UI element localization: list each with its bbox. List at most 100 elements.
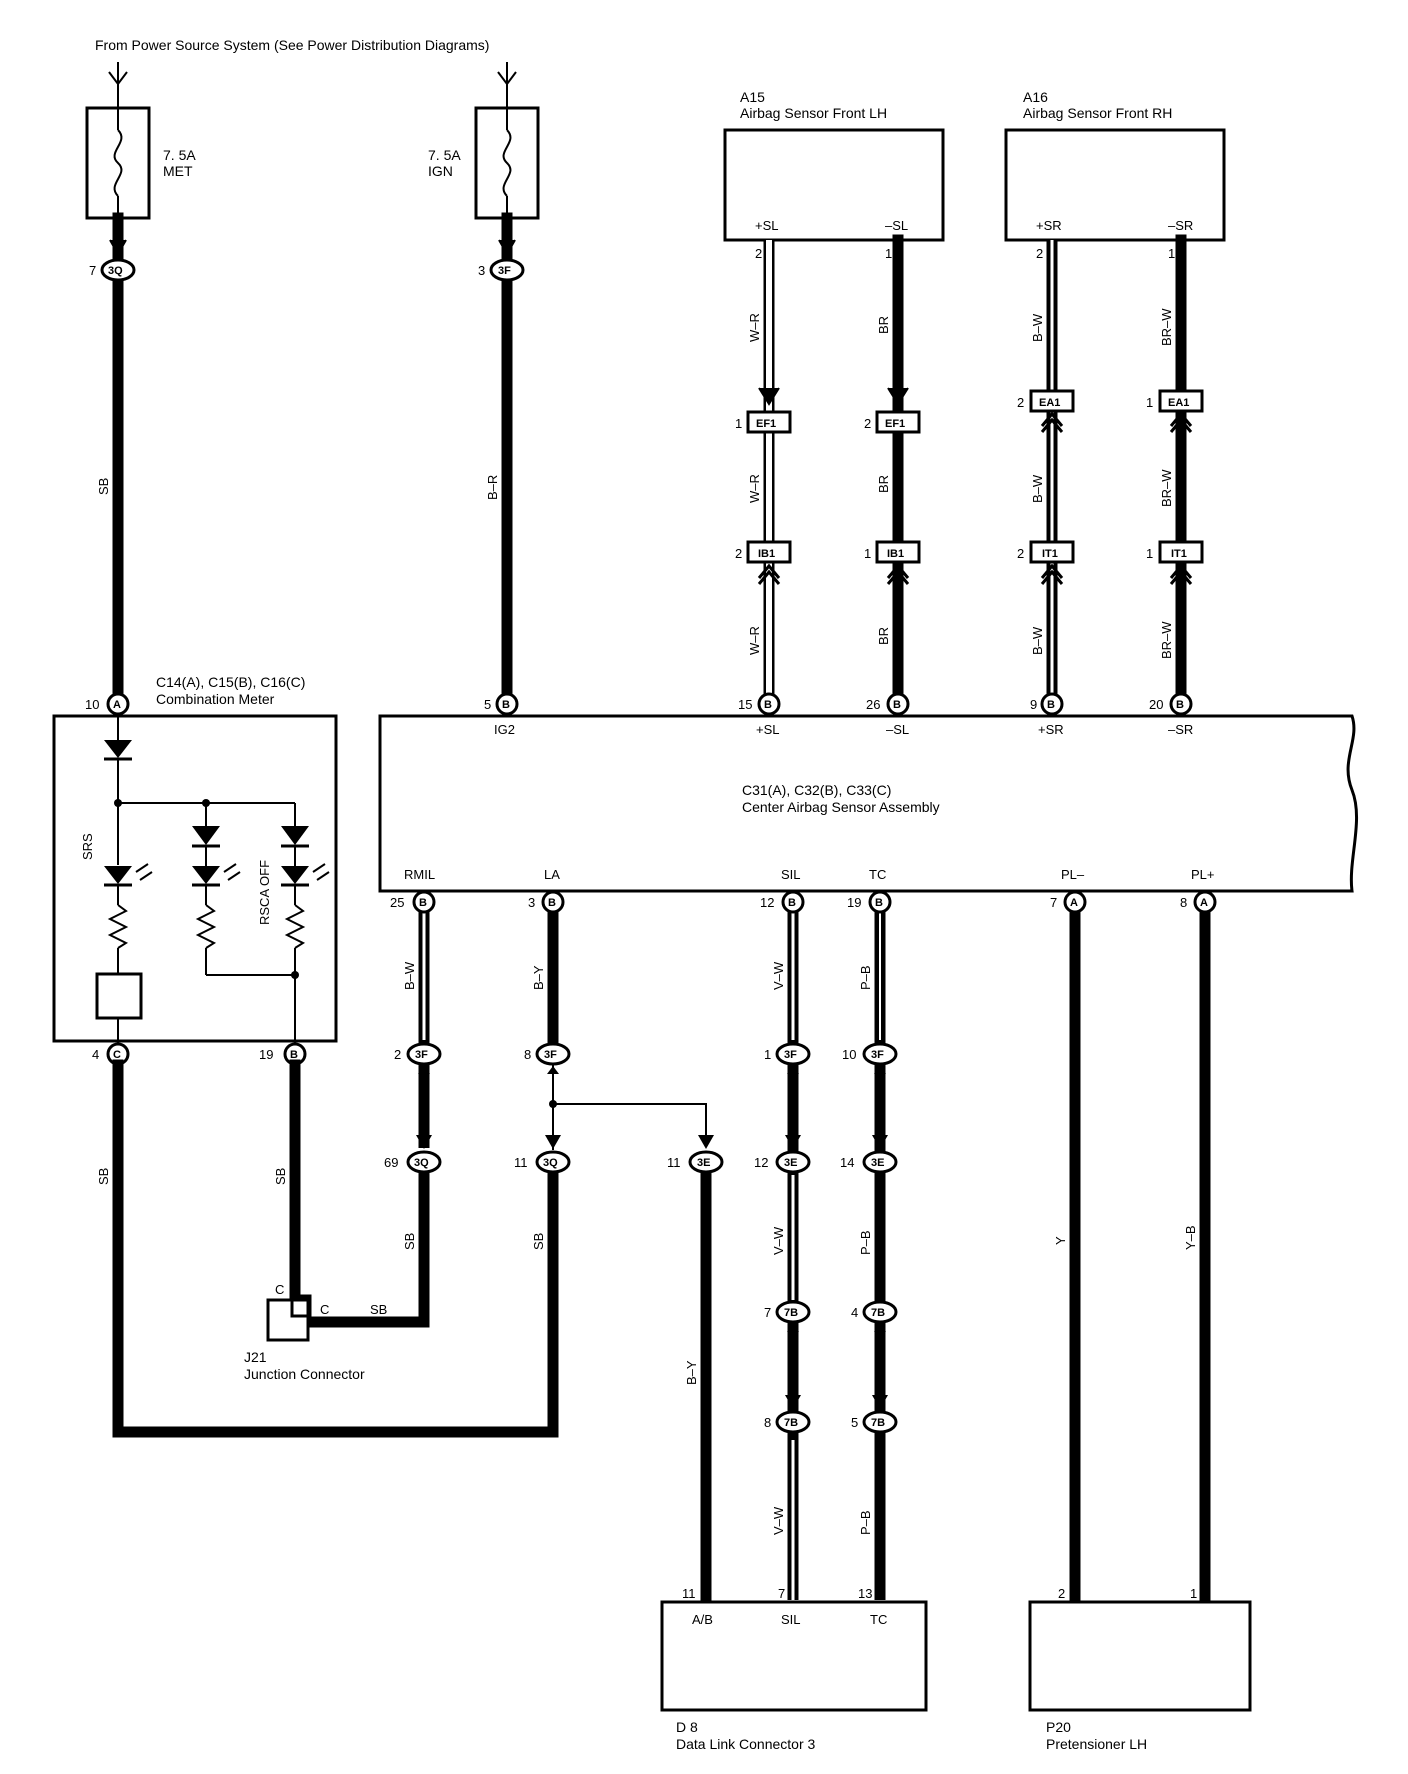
svg-text:B–W: B–W: [1030, 626, 1045, 655]
svg-text:BR–W: BR–W: [1159, 621, 1174, 659]
svg-text:15: 15: [738, 697, 752, 712]
svg-text:1: 1: [1146, 546, 1153, 561]
svg-text:3F: 3F: [498, 265, 511, 277]
svg-text:1: 1: [1190, 1586, 1197, 1601]
svg-text:3Q: 3Q: [414, 1157, 429, 1169]
svg-text:C31(A), C32(B), C33(C): C31(A), C32(B), C33(C): [742, 782, 891, 798]
svg-text:BR: BR: [876, 316, 891, 334]
svg-text:3Q: 3Q: [108, 265, 123, 277]
svg-text:10: 10: [85, 697, 99, 712]
svg-text:5: 5: [851, 1415, 858, 1430]
connector-ef1-wr: EF1 1: [735, 410, 792, 434]
svg-text:B–W: B–W: [1030, 474, 1045, 503]
svg-text:3F: 3F: [415, 1049, 428, 1061]
connector-ib1-br: IB1 1: [864, 540, 921, 585]
svg-text:2: 2: [1036, 246, 1043, 261]
svg-text:W–R: W–R: [747, 626, 762, 655]
svg-text:2: 2: [394, 1047, 401, 1062]
svg-text:Pretensioner LH: Pretensioner LH: [1046, 1736, 1147, 1752]
svg-text:12: 12: [760, 895, 774, 910]
svg-text:7: 7: [89, 263, 96, 278]
wire-label-sb-1: SB: [96, 478, 111, 495]
svg-text:7: 7: [1050, 895, 1057, 910]
svg-text:2: 2: [1058, 1586, 1065, 1601]
rsca-off-led-icon: [281, 866, 309, 884]
svg-text:B: B: [1047, 699, 1055, 711]
svg-text:3: 3: [528, 895, 535, 910]
connectors-7b-row2: 7B 8 7B 5: [764, 1395, 898, 1434]
svg-text:14: 14: [840, 1155, 854, 1170]
svg-text:1: 1: [864, 546, 871, 561]
svg-text:Y–B: Y–B: [1183, 1225, 1198, 1250]
svg-text:3Q: 3Q: [543, 1157, 558, 1169]
svg-text:19: 19: [259, 1047, 273, 1062]
svg-text:IB1: IB1: [887, 548, 904, 560]
svg-text:EF1: EF1: [756, 418, 776, 430]
svg-text:B: B: [764, 699, 772, 711]
svg-text:2: 2: [755, 246, 762, 261]
svg-text:11: 11: [667, 1155, 681, 1170]
svg-text:11: 11: [514, 1155, 528, 1170]
wire-label-br: B–R: [485, 475, 500, 500]
svg-text:SIL: SIL: [781, 1612, 801, 1627]
svg-text:J21: J21: [244, 1349, 267, 1365]
svg-text:RMIL: RMIL: [404, 867, 435, 882]
svg-text:V–W: V–W: [771, 1226, 786, 1255]
svg-text:P–B: P–B: [858, 1230, 873, 1255]
resistor-icon: [284, 904, 306, 949]
svg-text:3: 3: [478, 263, 485, 278]
svg-text:SB: SB: [273, 1168, 288, 1185]
svg-text:19: 19: [847, 895, 861, 910]
svg-text:C: C: [320, 1302, 329, 1317]
svg-text:7: 7: [764, 1305, 771, 1320]
svg-text:Data Link Connector 3: Data Link Connector 3: [676, 1736, 816, 1752]
data-link-connector-d8: 11 7 13 A/B SIL TC D 8 Data Link Connect…: [660, 1586, 928, 1752]
svg-text:8: 8: [764, 1415, 771, 1430]
svg-text:B: B: [548, 897, 556, 909]
svg-text:P–B: P–B: [858, 965, 873, 990]
power-arrows: [108, 62, 517, 108]
svg-text:+SR: +SR: [1036, 218, 1062, 233]
svg-text:Junction Connector: Junction Connector: [244, 1366, 365, 1382]
svg-text:B: B: [875, 897, 883, 909]
svg-text:EA1: EA1: [1039, 397, 1060, 409]
top-pins: A 10 B 5 B 15 B 26 B 9 B 20: [85, 692, 1193, 716]
svg-text:7B: 7B: [871, 1417, 885, 1429]
power-source-label: From Power Source System (See Power Dist…: [95, 37, 489, 53]
svg-text:IT1: IT1: [1042, 548, 1058, 560]
svg-text:SB: SB: [370, 1302, 387, 1317]
svg-text:A15: A15: [740, 89, 765, 105]
fuse-ign: 7. 5A IGN: [428, 106, 540, 220]
svg-text:B: B: [1176, 699, 1184, 711]
svg-text:C14(A), C15(B), C16(C): C14(A), C15(B), C16(C): [156, 674, 305, 690]
svg-text:26: 26: [866, 697, 880, 712]
connector-ea1-bw: EA1 2: [1017, 389, 1075, 433]
svg-text:3F: 3F: [871, 1049, 884, 1061]
svg-text:B: B: [290, 1049, 298, 1061]
svg-text:SRS: SRS: [80, 833, 95, 860]
meter-bottom-pins: C 4 B 19: [92, 1042, 307, 1066]
svg-text:B–W: B–W: [1030, 313, 1045, 342]
svg-text:3F: 3F: [784, 1049, 797, 1061]
svg-text:+SL: +SL: [756, 722, 780, 737]
fuse-met-name: MET: [163, 163, 193, 179]
svg-text:3E: 3E: [697, 1157, 710, 1169]
svg-text:2: 2: [735, 546, 742, 561]
svg-text:BR–W: BR–W: [1159, 469, 1174, 507]
svg-text:3E: 3E: [871, 1157, 884, 1169]
svg-text:Airbag Sensor Front LH: Airbag Sensor Front LH: [740, 105, 887, 121]
svg-text:1: 1: [885, 246, 892, 261]
svg-text:LA: LA: [544, 867, 560, 882]
svg-text:V–W: V–W: [771, 961, 786, 990]
svg-text:EF1: EF1: [885, 418, 905, 430]
svg-text:4: 4: [851, 1305, 858, 1320]
junction-connector-j21: C C J21 Junction Connector: [244, 1282, 365, 1382]
svg-text:SIL: SIL: [781, 867, 801, 882]
svg-text:2: 2: [1017, 395, 1024, 410]
connector-3f-ign: 3F 3: [478, 239, 525, 282]
svg-text:A: A: [113, 699, 121, 711]
connector-ef1-br: EF1 2: [864, 410, 921, 434]
svg-text:D 8: D 8: [676, 1719, 698, 1735]
svg-text:7B: 7B: [784, 1417, 798, 1429]
